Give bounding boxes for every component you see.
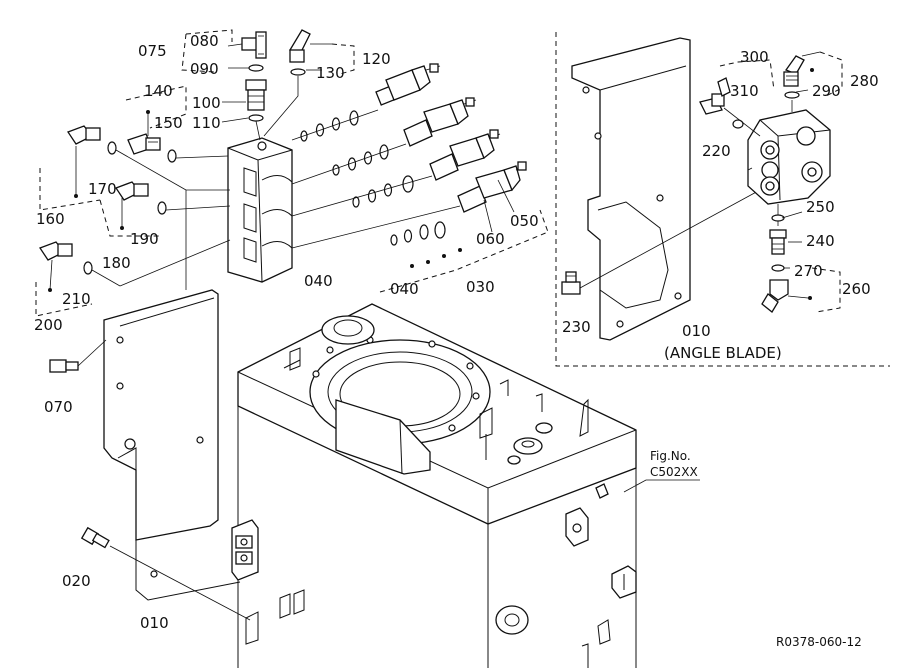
- drawing-code: R0378-060-12: [776, 635, 862, 649]
- angle-blade-inset: [555, 32, 890, 367]
- fitting-120: [289, 29, 311, 63]
- bolt-070: [49, 359, 79, 373]
- elbow-fitting-300: [699, 77, 731, 115]
- label-060: 060: [476, 230, 505, 248]
- label-310: 310: [730, 82, 759, 100]
- fitting-080: [241, 31, 267, 59]
- solenoid-2: [403, 97, 477, 147]
- label-260: 260: [842, 280, 871, 298]
- angle-blade-label: (ANGLE BLADE): [664, 344, 782, 362]
- fitting-150: [127, 133, 161, 155]
- label-075: 075: [138, 42, 167, 60]
- bolt-230: [561, 271, 581, 295]
- label-220: 220: [702, 142, 731, 160]
- label-130: 130: [316, 64, 345, 82]
- label-110: 110: [192, 114, 221, 132]
- fitting-190: [115, 181, 149, 201]
- label-280: 280: [850, 72, 879, 90]
- label-290: 290: [812, 82, 841, 100]
- fig-code-label: C502XX: [650, 465, 698, 479]
- solenoid-3: [429, 129, 501, 181]
- adapter-100: [245, 79, 267, 111]
- solenoid-4: [457, 161, 527, 213]
- elbow-fitting-260: [761, 279, 789, 313]
- label-150: 150: [154, 114, 183, 132]
- label-240: 240: [806, 232, 835, 250]
- mounting-bracket-010: [103, 289, 241, 601]
- label-090: 090: [190, 60, 219, 78]
- fig-no-label: Fig.No.: [650, 449, 691, 463]
- label-100: 100: [192, 94, 221, 112]
- label-030: 030: [466, 278, 495, 296]
- control-valve-220: [747, 109, 831, 205]
- valve-block-040: [227, 137, 293, 283]
- label-230: 230: [562, 318, 591, 336]
- label-250: 250: [806, 198, 835, 216]
- label-160: 160: [36, 210, 65, 228]
- label-010-inset: 010: [682, 322, 711, 340]
- label-040-block: 040: [304, 272, 333, 290]
- fitting-170: [67, 125, 101, 145]
- label-200: 200: [34, 316, 63, 334]
- label-010-main: 010: [140, 614, 169, 632]
- solenoid-row: [291, 63, 549, 293]
- tractor-frame: [231, 303, 637, 668]
- label-300: 300: [740, 48, 769, 66]
- label-050: 050: [510, 212, 539, 230]
- label-190: 190: [130, 230, 159, 248]
- label-070: 070: [44, 398, 73, 416]
- angle-blade-bracket: [571, 37, 691, 341]
- label-210: 210: [62, 290, 91, 308]
- label-180: 180: [102, 254, 131, 272]
- solenoid-1: [375, 63, 441, 106]
- fitting-210: [39, 241, 73, 261]
- label-020: 020: [62, 572, 91, 590]
- label-040-rings: 040: [390, 280, 419, 298]
- label-120: 120: [362, 50, 391, 68]
- elbow-fitting-280: [783, 55, 805, 87]
- label-170: 170: [88, 180, 117, 198]
- label-080: 080: [190, 32, 219, 50]
- adapter-240: [769, 229, 787, 255]
- part-labels: 075 080 090 100 110 120 130 140 150 170 …: [34, 32, 879, 649]
- bolt-020: [80, 526, 110, 549]
- label-140: 140: [144, 82, 173, 100]
- label-270: 270: [794, 262, 823, 280]
